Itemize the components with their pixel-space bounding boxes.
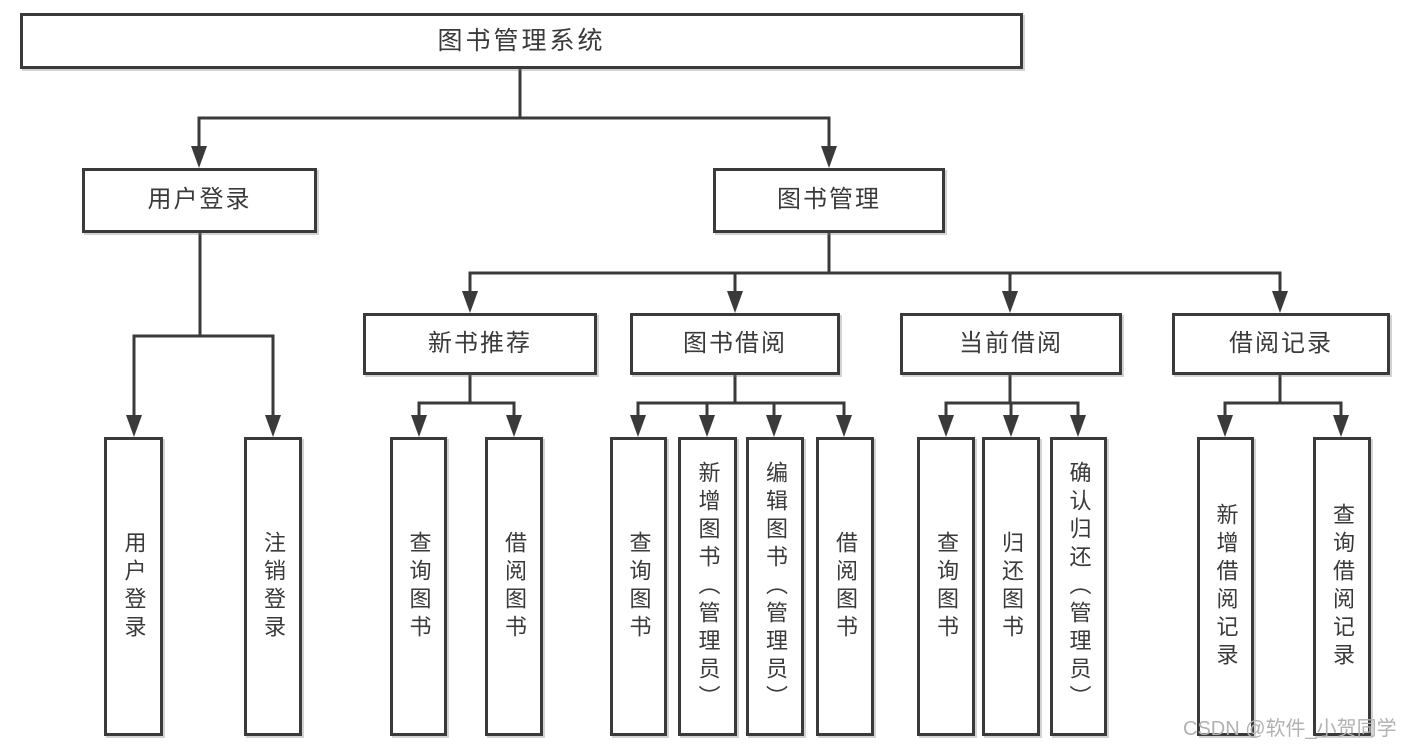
leaf-add-books-admin-label: 新增图书（管理员）: [695, 460, 721, 713]
node-borrow-records-label: 借阅记录: [1229, 329, 1333, 357]
leaf-edit-books-admin: 编辑图书（管理员）: [746, 437, 804, 736]
leaf-recommend-query-books: 查询图书: [390, 437, 447, 736]
node-book-borrow-label: 图书借阅: [683, 329, 787, 357]
leaf-borrow-query-books-label: 查询图书: [626, 530, 652, 643]
node-current-borrow: 当前借阅: [900, 313, 1122, 375]
node-book-borrow: 图书借阅: [630, 313, 840, 375]
node-current-borrow-label: 当前借阅: [959, 329, 1063, 357]
leaf-add-books-admin: 新增图书（管理员）: [678, 437, 737, 736]
csdn-watermark: CSDN @软件_小贺同学: [1183, 718, 1397, 740]
leaf-query-borrow-record: 查询借阅记录: [1313, 437, 1371, 736]
node-new-book-recommend-label: 新书推荐: [428, 329, 532, 357]
leaf-return-books: 归还图书: [982, 437, 1040, 736]
node-user-login-label: 用户登录: [147, 186, 252, 214]
leaf-add-borrow-record: 新增借阅记录: [1197, 437, 1254, 736]
node-book-management-label: 图书管理: [777, 186, 881, 214]
leaf-logout-label: 注销登录: [261, 530, 286, 643]
leaf-borrow-query-books: 查询图书: [610, 437, 667, 736]
leaf-edit-books-admin-label: 编辑图书（管理员）: [763, 460, 788, 713]
node-user-login: 用户登录: [82, 168, 317, 233]
node-root-system: 图书管理系统: [20, 13, 1023, 69]
node-borrow-records: 借阅记录: [1172, 313, 1390, 375]
leaf-query-borrow-record-label: 查询借阅记录: [1330, 502, 1355, 671]
leaf-return-books-label: 归还图书: [999, 530, 1024, 643]
node-book-management: 图书管理: [713, 168, 945, 233]
leaf-recommend-borrow-books: 借阅图书: [485, 437, 543, 736]
leaf-user-login-label: 用户登录: [121, 530, 147, 643]
leaf-add-borrow-record-label: 新增借阅记录: [1213, 502, 1239, 671]
leaf-logout: 注销登录: [244, 437, 302, 736]
node-new-book-recommend: 新书推荐: [363, 313, 597, 375]
leaf-borrow-books: 借阅图书: [816, 437, 874, 736]
leaf-recommend-query-books-label: 查询图书: [406, 530, 432, 643]
leaf-current-query-books: 查询图书: [917, 437, 975, 736]
leaf-recommend-borrow-books-label: 借阅图书: [502, 530, 527, 643]
leaf-confirm-return-admin-label: 确认归还（管理员）: [1066, 460, 1092, 713]
node-root-label: 图书管理系统: [437, 27, 606, 55]
arrowheads: [126, 146, 1349, 437]
leaf-user-login: 用户登录: [104, 437, 163, 736]
leaf-confirm-return-admin: 确认归还（管理员）: [1050, 437, 1107, 736]
leaf-current-query-books-label: 查询图书: [934, 530, 959, 643]
leaf-borrow-books-label: 借阅图书: [833, 530, 858, 643]
